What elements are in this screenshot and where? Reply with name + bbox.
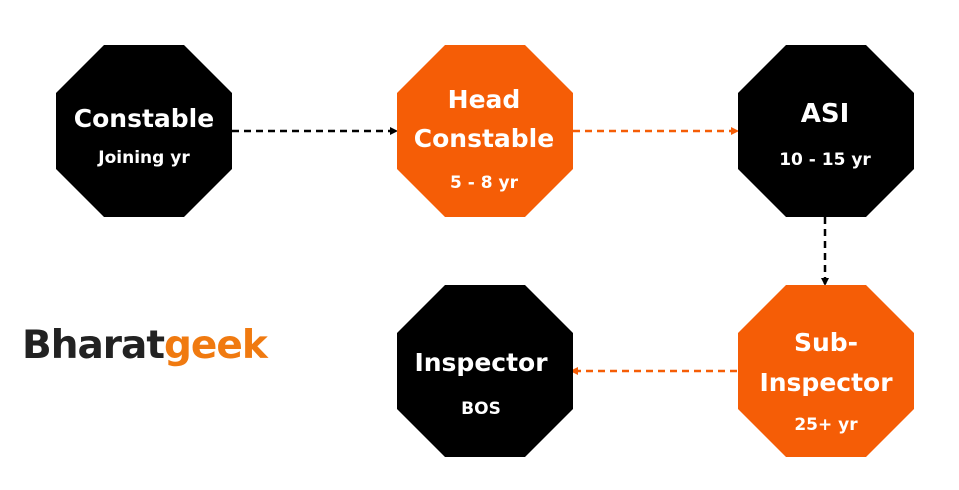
node-inspector-title: Inspector [414,348,548,377]
node-sub-inspector: Sub- Inspector 25+ yr [738,285,914,457]
node-constable-title: Constable [74,104,214,133]
node-head-constable-sub: 5 - 8 yr [450,173,519,193]
svg-text:Bharatgeek: Bharatgeek [22,323,269,368]
node-constable: Constable Joining yr [56,45,232,217]
octagon-asi [738,45,914,217]
node-sub-inspector-sub: 25+ yr [794,415,858,435]
octagon-constable [56,45,232,217]
node-head-constable-title-line1: Head [448,85,521,114]
node-asi-sub: 10 - 15 yr [779,150,871,170]
bharatgeek-logo: Bharatgeek [22,323,270,368]
logo-part-bharat: Bharat [22,323,164,368]
node-inspector: Inspector BOS [397,285,573,457]
edges [232,127,829,375]
node-sub-inspector-title-line2: Inspector [759,368,893,397]
node-constable-sub: Joining yr [97,148,190,168]
octagon-head-constable [397,45,573,217]
octagon-inspector [397,285,573,457]
node-sub-inspector-title-line1: Sub- [794,328,858,357]
node-head-constable: Head Constable 5 - 8 yr [397,45,573,217]
node-asi: ASI 10 - 15 yr [738,45,914,217]
octagon-sub-inspector [738,285,914,457]
node-inspector-sub: BOS [461,399,501,419]
node-head-constable-title-line2: Constable [414,124,554,153]
logo-part-geek: geek [164,323,269,368]
node-asi-title: ASI [801,99,850,129]
